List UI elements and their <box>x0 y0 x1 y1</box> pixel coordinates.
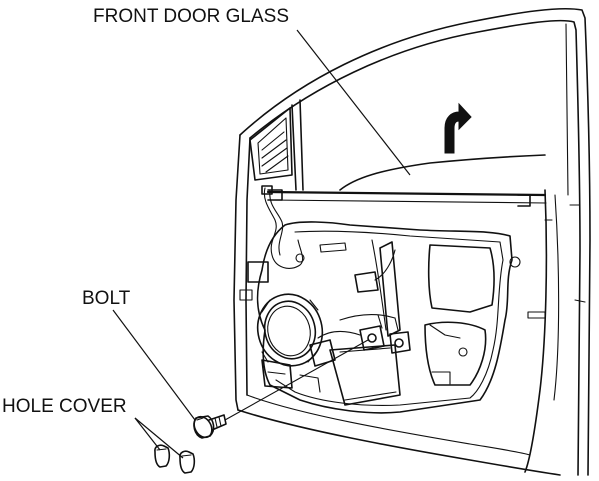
label-hole-cover: HOLE COVER <box>2 396 127 417</box>
speaker <box>256 293 324 367</box>
up-arrow-icon <box>444 102 472 154</box>
bolt-part <box>193 339 369 439</box>
door-frame <box>233 7 591 476</box>
leader-hole-cover-1 <box>134 417 161 451</box>
window-area <box>249 99 547 207</box>
leader-hole-cover-2 <box>134 417 184 459</box>
inner-door-panel <box>239 185 521 414</box>
hole-cover-1 <box>154 444 171 468</box>
hole-covers <box>154 444 196 474</box>
leader-front-door-glass <box>296 29 411 176</box>
leader-bolt <box>112 309 196 421</box>
label-front-door-glass: FRONT DOOR GLASS <box>93 6 289 27</box>
regulator-mount <box>309 314 411 367</box>
hole-cover-2 <box>179 450 196 474</box>
label-bolt: BOLT <box>82 288 131 309</box>
leader-lines <box>112 29 411 459</box>
